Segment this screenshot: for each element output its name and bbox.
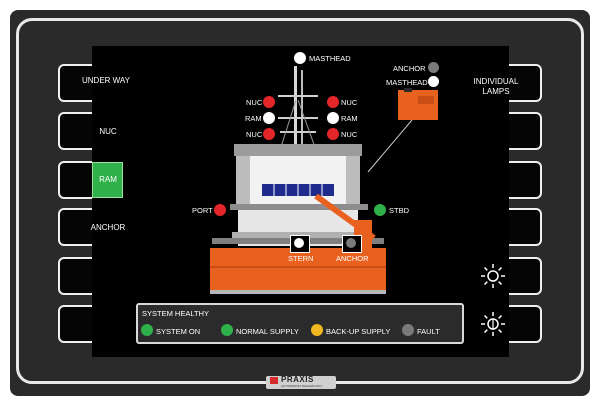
stbd-label: STBD — [389, 206, 410, 215]
brand-name: PRAXIS — [281, 375, 314, 384]
nuc-lamp-left-lower[interactable] — [263, 128, 275, 140]
nuc-lamp-right-lower[interactable] — [327, 128, 339, 140]
brand-plate: PRAXIS AUTOMATION TECHNOLOGY — [266, 375, 336, 389]
port-lamp[interactable] — [214, 204, 226, 216]
nuc-lamp-left-upper[interactable] — [263, 96, 275, 108]
inset-masthead-label: MASTHEAD — [386, 78, 428, 87]
stbd-lamp[interactable] — [374, 204, 386, 216]
ram-label: RAM — [99, 175, 117, 184]
anchor-label: ANCHOR — [90, 223, 126, 232]
fault-indicator — [402, 324, 414, 336]
inset-anchor-label: ANCHOR — [393, 64, 426, 73]
status-title: SYSTEM HEALTHY — [142, 309, 209, 318]
hull — [210, 248, 386, 294]
backup-supply-label: BACK-UP SUPPLY — [326, 327, 391, 336]
anchor-label: ANCHOR — [336, 254, 369, 263]
ram-label-left: RAM — [245, 114, 262, 123]
masthead-lamp[interactable] — [294, 52, 306, 64]
anchor-lamp[interactable] — [346, 238, 356, 248]
bridge-structure — [236, 156, 360, 208]
inset-masthead-lamp[interactable] — [428, 76, 439, 87]
nuc-label-left-lower: NUC — [246, 130, 263, 139]
ram-active-indicator[interactable] — [92, 162, 123, 198]
system-on-label: SYSTEM ON — [156, 327, 201, 336]
hull-waterline — [210, 290, 386, 294]
ram-label-right: RAM — [341, 114, 358, 123]
upper-rail — [234, 144, 362, 156]
stern-lamp[interactable] — [294, 238, 304, 248]
nuc-label-right-upper: NUC — [341, 98, 358, 107]
stay-left — [279, 99, 297, 151]
individual-lamps-label: INDIVIDUAL LAMPS — [473, 77, 519, 96]
stern-label: STERN — [288, 254, 314, 263]
brand-tagline: AUTOMATION TECHNOLOGY — [281, 384, 323, 388]
nuc-label-left-upper: NUC — [246, 98, 263, 107]
brightness-down-icon — [481, 312, 505, 336]
brightness-up-icon — [481, 264, 505, 288]
praxis-logo-mark — [270, 377, 278, 384]
nuc-lamp-right-upper[interactable] — [327, 96, 339, 108]
ram-lamp-left[interactable] — [263, 112, 275, 124]
nuc-label-right-lower: NUC — [341, 130, 358, 139]
bridge-side-left — [236, 156, 250, 208]
bridge-side-right — [346, 156, 360, 208]
fault-label: FAULT — [417, 327, 440, 336]
stay-right — [297, 99, 317, 151]
status-panel — [136, 303, 464, 344]
port-label: PORT — [192, 206, 213, 215]
normal-supply-indicator — [221, 324, 233, 336]
mast-secondary — [301, 70, 303, 162]
mast — [294, 66, 297, 162]
system-on-indicator — [141, 324, 153, 336]
backup-supply-indicator — [311, 324, 323, 336]
bridge-deck-edge — [230, 204, 368, 210]
ram-lamp-right[interactable] — [327, 112, 339, 124]
inset-leader-line — [367, 119, 413, 173]
nuc-label: NUC — [99, 127, 117, 136]
inset-anchor-lamp[interactable] — [428, 62, 439, 73]
masthead-label: MASTHEAD — [309, 54, 351, 63]
normal-supply-label: NORMAL SUPPLY — [236, 327, 299, 336]
underway-label: UNDER WAY — [82, 76, 130, 85]
inset-superstructure — [398, 90, 438, 120]
